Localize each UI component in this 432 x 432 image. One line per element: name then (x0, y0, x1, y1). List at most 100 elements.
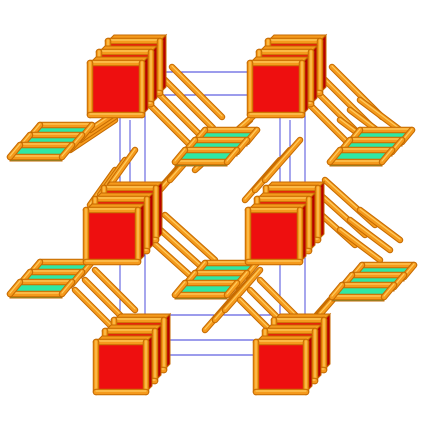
rod (191, 136, 251, 144)
green-plates (6, 121, 418, 302)
rod (191, 269, 251, 277)
rod (106, 146, 139, 189)
rod (328, 281, 346, 301)
rod (223, 146, 241, 166)
ladder-mid-center-right (241, 136, 304, 204)
rod (261, 136, 304, 184)
rod (171, 291, 231, 299)
rod (256, 276, 304, 324)
rod (380, 281, 398, 301)
rod (326, 146, 344, 166)
rod (82, 258, 142, 266)
red-stack-bottom-left (92, 312, 172, 396)
rod (171, 146, 189, 166)
rod (244, 258, 304, 266)
rod (26, 131, 86, 139)
red-plate (255, 341, 307, 393)
rod (262, 184, 322, 192)
red-stack-mid-left (82, 180, 164, 266)
red-plates (82, 33, 332, 396)
rod (95, 48, 155, 56)
rod (104, 37, 164, 45)
red-stack-mid-right (244, 180, 326, 266)
rod (181, 279, 241, 287)
ladder-lower-left (71, 266, 139, 334)
rod (141, 96, 199, 154)
rod (159, 74, 217, 132)
rod (171, 279, 189, 299)
rod (181, 146, 241, 154)
rod (81, 276, 129, 324)
rod (101, 327, 159, 335)
rod (246, 59, 306, 67)
rod (171, 158, 231, 166)
rod (253, 195, 313, 203)
red-plate (85, 209, 139, 263)
rod (326, 158, 386, 166)
rod (336, 146, 396, 154)
red-plate (89, 62, 143, 116)
rod (82, 206, 142, 214)
ladder-lower-center (201, 266, 264, 334)
rod (264, 37, 324, 45)
rod (356, 206, 404, 244)
rod (86, 59, 146, 67)
rod (6, 141, 24, 161)
red-stack-top-right (246, 33, 328, 119)
rod (246, 111, 306, 119)
rod (358, 261, 418, 269)
green-stack-upper-far-left (6, 121, 96, 162)
rod (58, 278, 76, 298)
rod (91, 195, 151, 203)
rod (6, 290, 66, 298)
rod (91, 266, 139, 314)
rod (261, 327, 319, 335)
rod (346, 136, 406, 144)
rod (378, 146, 396, 166)
rod (336, 226, 384, 264)
ladder-upper-left-a (141, 63, 226, 154)
rod (16, 278, 76, 286)
red-plate (249, 62, 303, 116)
rod (168, 63, 226, 121)
rod (348, 271, 408, 279)
rod (356, 96, 404, 134)
rod (151, 221, 209, 274)
rod (36, 121, 96, 129)
rod (221, 266, 264, 314)
rod (255, 48, 315, 56)
rod (252, 388, 310, 396)
rod (270, 316, 328, 324)
rod (16, 141, 76, 149)
rod (92, 388, 150, 396)
rod (356, 126, 416, 134)
rod (100, 184, 160, 192)
green-stack-lower-center (171, 259, 261, 300)
rod (223, 279, 241, 299)
green-stack-lower-far-right (328, 261, 418, 302)
rod (161, 211, 219, 264)
rod (6, 278, 24, 298)
rod (26, 268, 86, 276)
green-stack-upper-center (171, 126, 261, 167)
red-plate (247, 209, 301, 263)
red-plate (95, 341, 147, 393)
rod (346, 216, 394, 254)
rod (86, 111, 146, 119)
rod (71, 286, 119, 334)
rod (328, 293, 388, 301)
rod (201, 126, 261, 134)
ladder-mid-far-right (336, 206, 404, 264)
rod (244, 206, 304, 214)
rod (58, 141, 76, 161)
red-stack-bottom-right (252, 312, 332, 396)
rod (110, 316, 168, 324)
rod (338, 281, 398, 289)
rod (150, 85, 208, 143)
rod (252, 338, 310, 346)
green-stack-upper-far-right (326, 126, 416, 167)
rod (92, 338, 150, 346)
red-stack-top-left (86, 33, 168, 119)
